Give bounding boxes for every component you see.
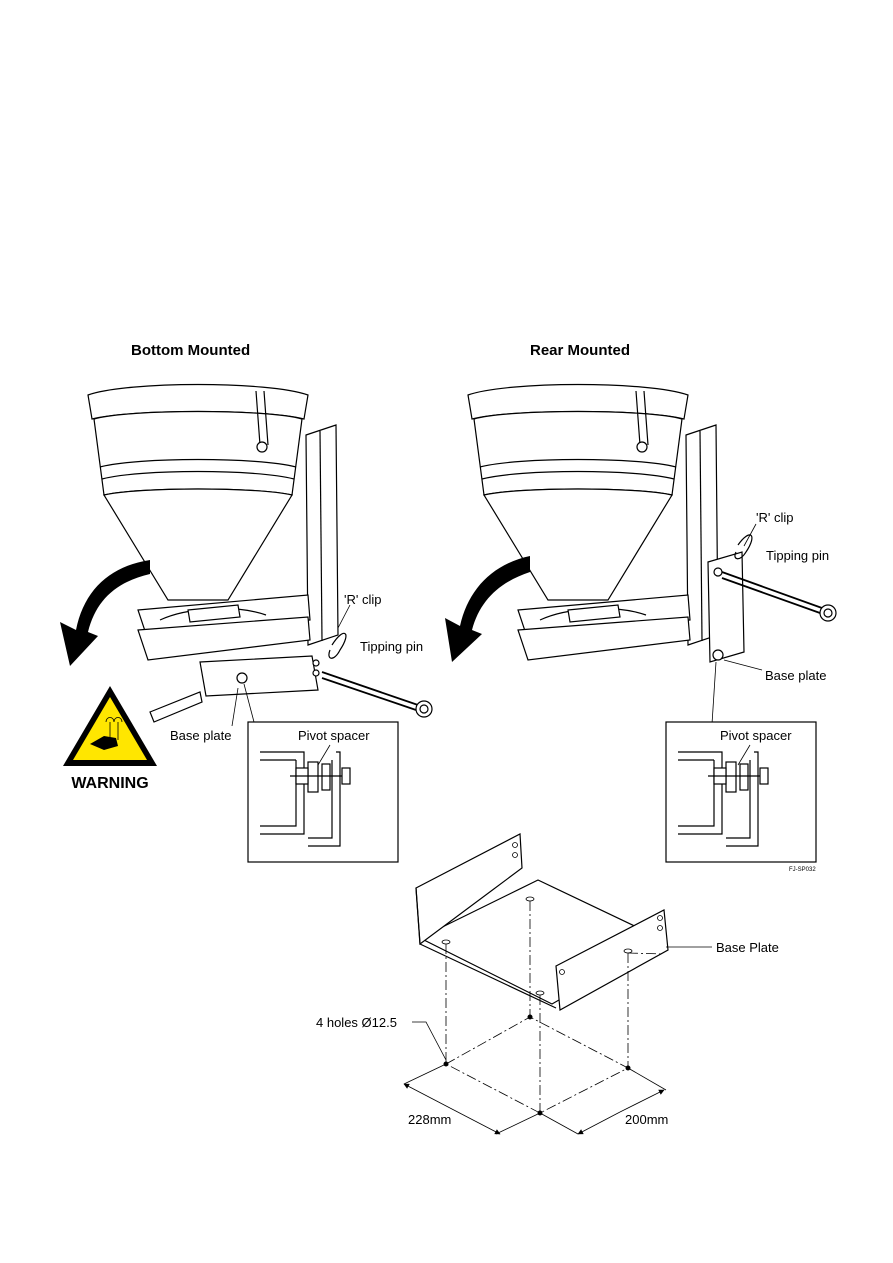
bottom-tipping-pin: [321, 671, 433, 718]
warning-label: WARNING: [71, 775, 148, 792]
bottom-tipping-pin-label: Tipping pin: [360, 639, 423, 654]
rear-mounted-hopper-drawing: [467, 383, 745, 663]
bottom-r-clip-label: 'R' clip: [344, 592, 381, 607]
bottom-r-clip: [328, 632, 347, 659]
rear-r-clip: [734, 534, 753, 560]
rear-r-clip-label: 'R' clip: [756, 510, 793, 525]
bottom-base-plate-label: Base plate: [170, 728, 231, 743]
rear-tipping-pin-label: Tipping pin: [766, 548, 829, 563]
rear-pivot-spacer-label: Pivot spacer: [720, 728, 792, 743]
rear-mounted-title: Rear Mounted: [530, 342, 630, 359]
base-plate-label: Base Plate: [716, 940, 779, 955]
holes-label: 4 holes Ø12.5: [316, 1015, 397, 1030]
rear-tipping-arrow: [445, 556, 530, 662]
rear-tipping-pin: [721, 571, 837, 622]
bottom-pivot-spacer-label: Pivot spacer: [298, 728, 370, 743]
base-plate-footprint: [403, 901, 712, 1135]
warning-sign: WARNING: [63, 686, 157, 792]
rear-pivot-detail: [665, 721, 817, 863]
bottom-mounted-hopper-drawing: [87, 383, 339, 723]
depth-dimension-label: 200mm: [625, 1112, 668, 1127]
rear-base-plate-label: Base plate: [765, 668, 826, 683]
width-dimension-label: 228mm: [408, 1112, 451, 1127]
bottom-pivot-detail: [247, 721, 399, 863]
base-plate-drawing: [415, 833, 669, 1011]
bottom-mounted-title: Bottom Mounted: [131, 342, 250, 359]
bottom-tipping-arrow: [60, 560, 150, 666]
figure-code: FJ-SP032: [789, 867, 816, 873]
